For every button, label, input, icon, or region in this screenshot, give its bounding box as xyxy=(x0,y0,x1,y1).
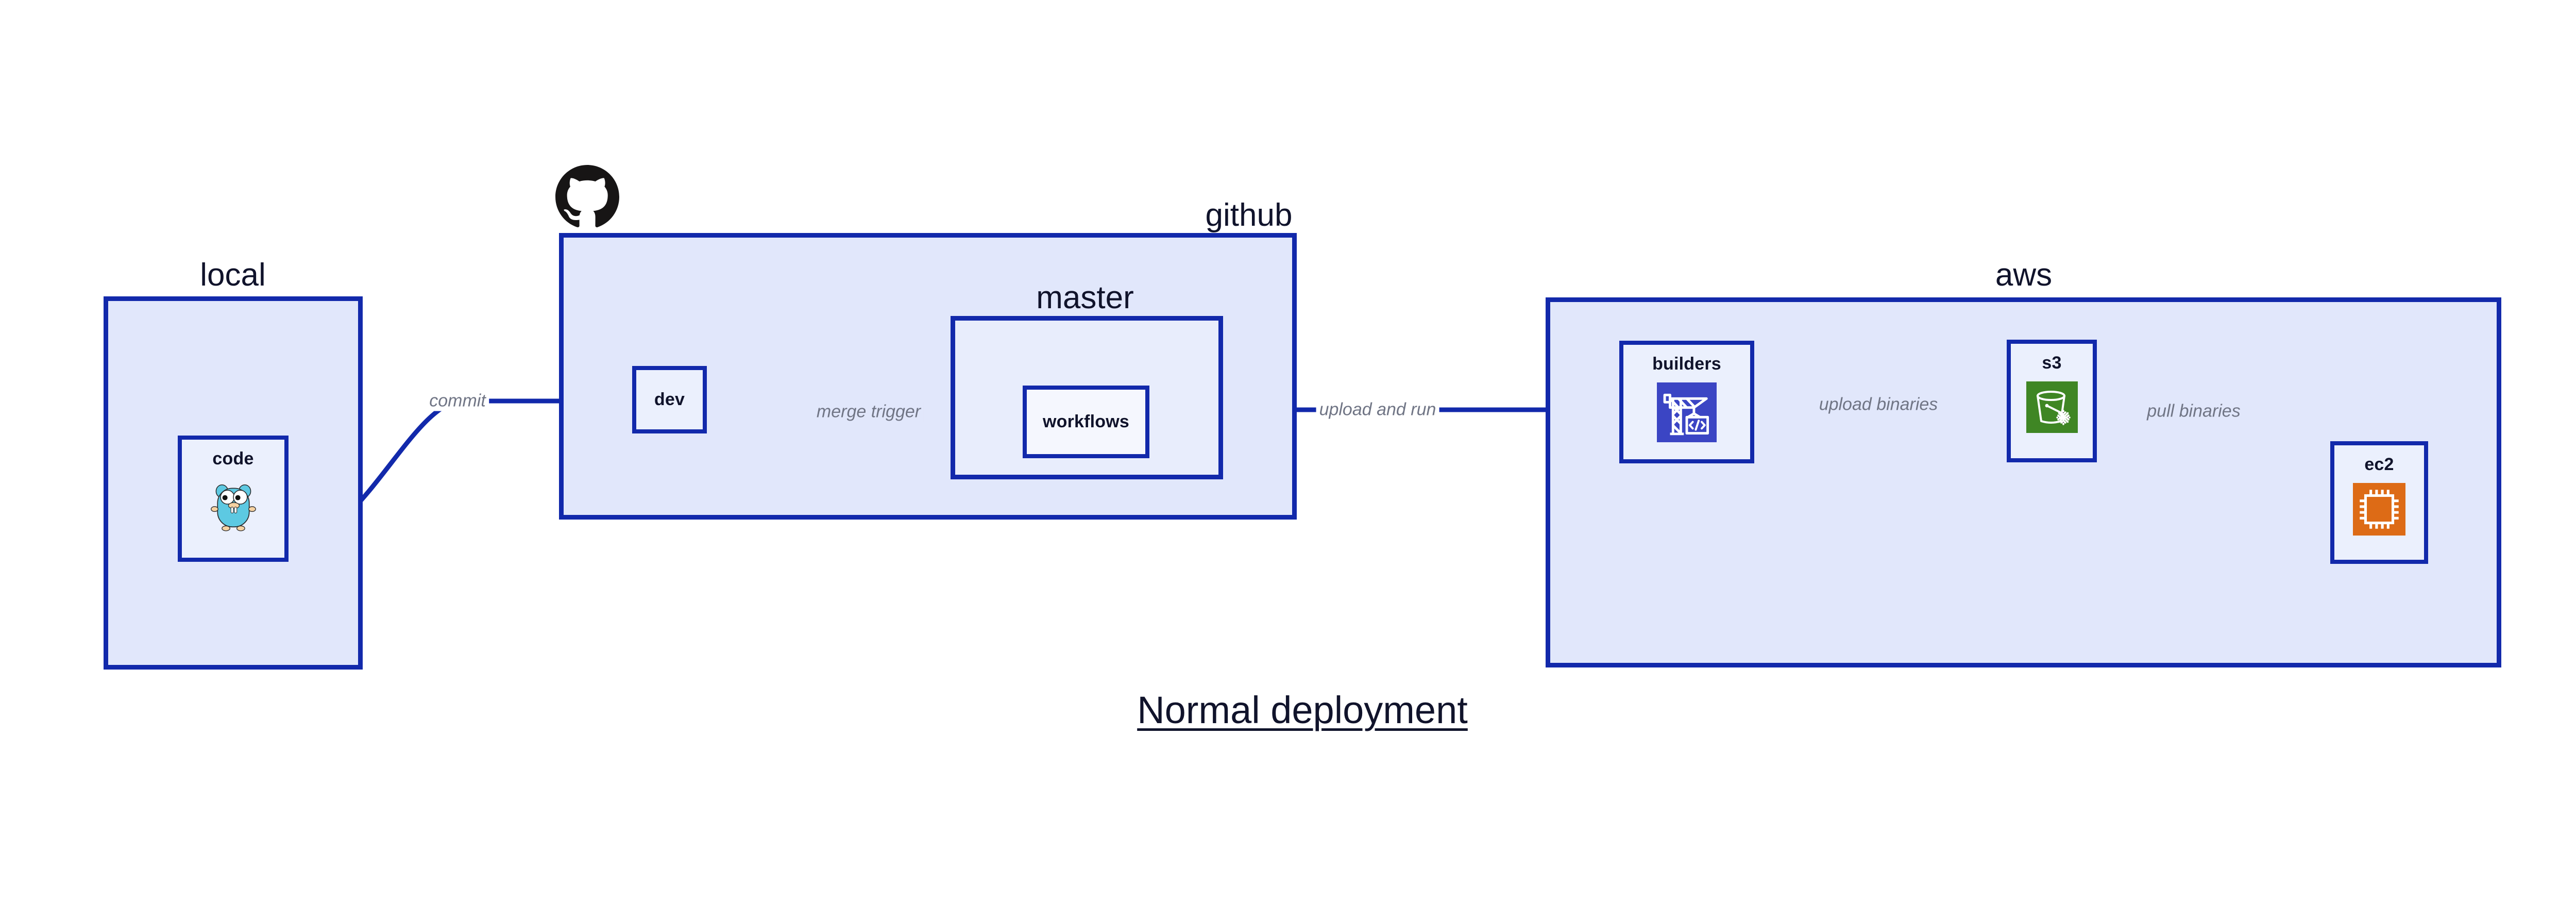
node-code-label: code xyxy=(212,449,254,469)
edge-label-merge-trigger: merge trigger xyxy=(813,402,924,422)
diagram-caption: Normal deployment xyxy=(1137,689,1468,731)
node-builders-label: builders xyxy=(1652,354,1721,374)
node-s3-label: s3 xyxy=(2042,353,2062,373)
crane-code-icon xyxy=(1657,382,1717,445)
go-gopher-icon xyxy=(209,477,258,534)
node-builders[interactable]: builders xyxy=(1619,341,1754,463)
node-workflows-label: workflows xyxy=(1042,412,1130,431)
zone-github-label: github xyxy=(1205,197,1293,233)
zone-aws-label: aws xyxy=(1995,257,2053,293)
edge-label-commit: commit xyxy=(426,391,489,411)
node-s3[interactable]: s3 xyxy=(2007,340,2097,462)
edge-label-upload-and-run: upload and run xyxy=(1316,399,1439,420)
node-ec2-label: ec2 xyxy=(2364,455,2394,474)
node-ec2[interactable]: ec2 xyxy=(2330,441,2428,564)
node-dev[interactable]: dev xyxy=(632,366,707,433)
s3-bucket-icon xyxy=(2026,381,2078,436)
github-octocat-icon xyxy=(555,165,619,229)
node-workflows[interactable]: workflows xyxy=(1023,386,1149,458)
zone-master-label: master xyxy=(1036,280,1134,315)
edge-label-pull-binaries: pull binaries xyxy=(2147,401,2241,421)
ec2-chip-icon xyxy=(2353,483,2405,538)
edge-label-upload-binaries: upload binaries xyxy=(1816,394,1941,415)
zone-local-label: local xyxy=(200,257,266,293)
node-dev-label: dev xyxy=(654,390,685,409)
node-code[interactable]: code xyxy=(178,436,289,562)
